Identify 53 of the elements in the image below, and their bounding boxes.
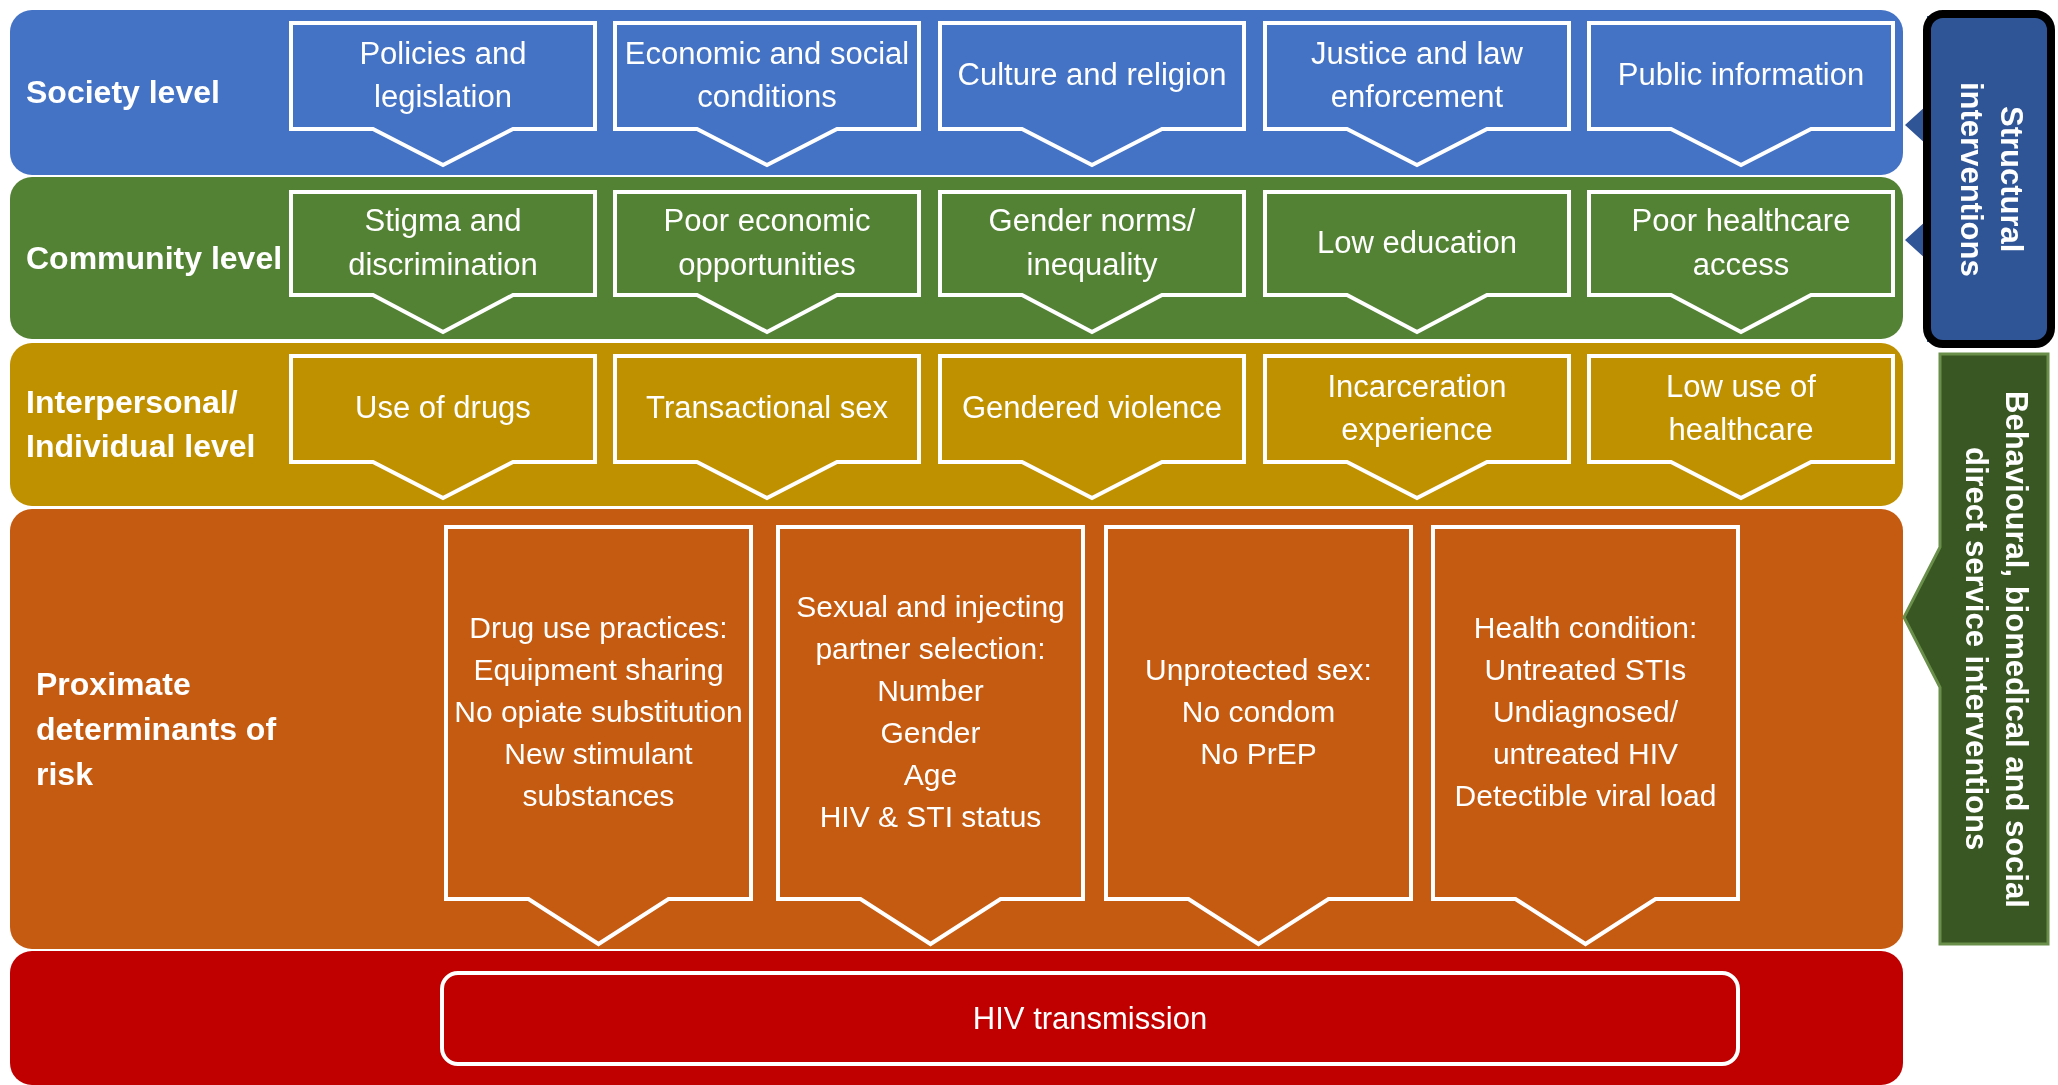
outcome-text: HIV transmission: [971, 999, 1209, 1038]
level-band: [10, 951, 1903, 1085]
callout-text: Unprotected sex: No condom No PrEP: [1144, 652, 1373, 772]
level-band: [10, 343, 1903, 506]
callout-text: Economic and social conditions: [623, 34, 911, 116]
down-arrow-callout: [1587, 21, 1895, 168]
down-arrow-callout: [938, 190, 1246, 335]
down-arrow-callout: [444, 525, 753, 947]
callout-text: Low education: [1316, 223, 1518, 262]
intervention-label: Behavioural, biomedical and social direct service interventions: [1957, 389, 2036, 910]
down-arrow-callout: [289, 190, 597, 335]
level-band: [10, 177, 1903, 339]
level-band: [10, 10, 1903, 175]
callout-text: Public information: [1616, 56, 1866, 95]
level-band: [10, 509, 1903, 949]
down-arrow-callout: [1587, 354, 1895, 501]
down-arrow-callout: [1263, 21, 1571, 168]
down-arrow-callout: [776, 525, 1085, 947]
callout-text: Poor healthcare access: [1630, 202, 1852, 284]
callout-text: Policies and legislation: [358, 34, 528, 116]
callout-text: Sexual and injecting partner selection: Number Gender Age HIV & STI status: [795, 589, 1066, 835]
down-arrow-callout: [1263, 354, 1571, 501]
callout-text: Use of drugs: [354, 389, 532, 428]
callout-text: Incarceration experience: [1326, 367, 1508, 449]
callout-text: Culture and religion: [956, 56, 1228, 95]
down-arrow-callout: [613, 190, 921, 335]
callout-text: Health condition: Untreated STIs Undiagnosed/ untreated HIV Detectible viral load: [1453, 610, 1718, 814]
down-arrow-callout: [1104, 525, 1413, 947]
left-block-arrow: [1900, 350, 2052, 948]
down-arrow-callout: [938, 354, 1246, 501]
down-arrow-callout: [613, 354, 921, 501]
down-arrow-callout: [938, 21, 1246, 168]
callout-text: Low use of healthcare: [1665, 367, 1817, 449]
down-arrow-callout: [1587, 190, 1895, 335]
down-arrow-callout: [1431, 525, 1740, 947]
callout-text: Drug use practices: Equipment sharing No opiate substitution New stimulant substances: [453, 610, 744, 814]
callout-text: Stigma and discrimination: [347, 202, 539, 284]
callout-text: Transactional sex: [645, 389, 889, 428]
callout-text: Poor economic opportunities: [662, 202, 872, 284]
down-arrow-callout: [289, 21, 597, 168]
callout-text: Justice and law enforcement: [1310, 34, 1524, 116]
callout-text: Gender norms/ inequality: [987, 202, 1197, 284]
level-label: Proximate determinants of risk: [36, 665, 278, 794]
intervention-label: Structural interventions: [1952, 80, 2031, 279]
level-label: Society level: [26, 73, 221, 112]
callout-text: Gendered violence: [960, 389, 1224, 428]
level-label: Community level: [26, 238, 284, 278]
down-arrow-callout: [613, 21, 921, 168]
outcome-box: [440, 971, 1740, 1066]
left-arrow-banner: [1903, 10, 2055, 348]
down-arrow-callout: [289, 354, 597, 501]
down-arrow-callout: [1263, 190, 1571, 335]
level-label: Interpersonal/ Individual level: [26, 382, 257, 467]
